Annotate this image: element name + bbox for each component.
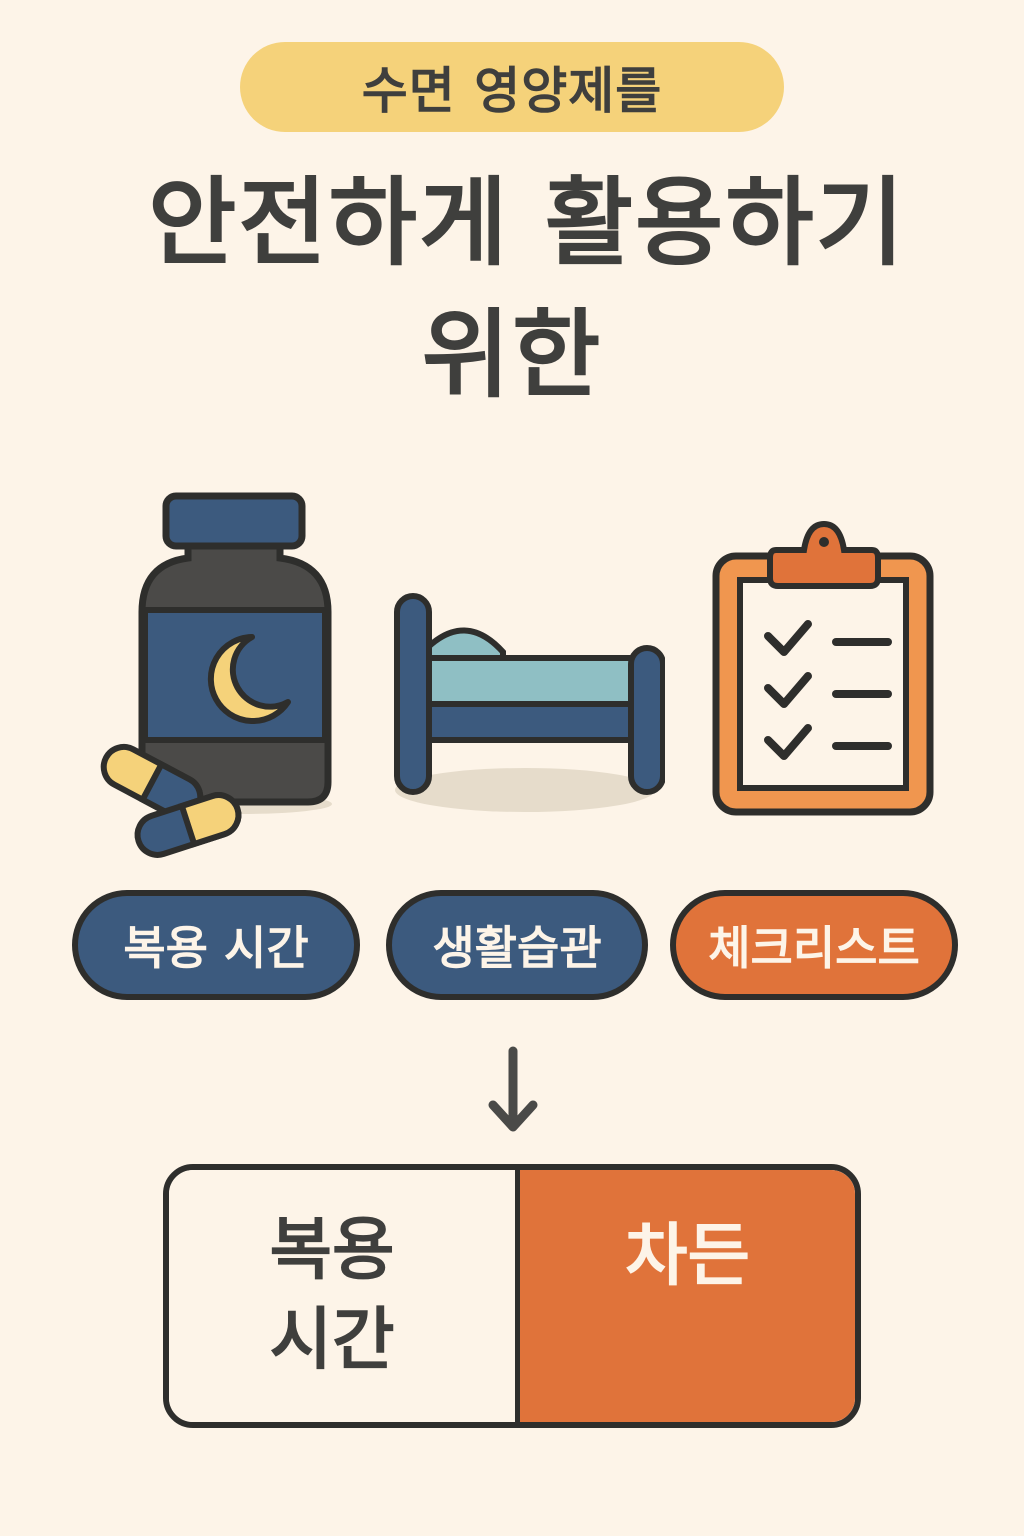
category-pill-lifestyle[interactable]: 생활습관 [386, 890, 648, 1000]
category-pill-dosing-time[interactable]: 복용 시간 [72, 890, 360, 1000]
result-left-panel: 복용 시간 [169, 1170, 520, 1422]
result-comparison-box: 복용 시간 차든 [163, 1164, 861, 1428]
category-label: 복용 시간 [123, 921, 309, 975]
result-left-text: 복용 시간 [269, 1206, 394, 1386]
category-label: 체크리스트 [708, 921, 920, 975]
category-label: 생활습관 [432, 921, 602, 975]
arrow-down-icon [485, 1045, 541, 1139]
category-pill-checklist[interactable]: 체크리스트 [670, 890, 958, 1000]
page-title-line2: 위한 [421, 299, 603, 411]
subtitle-text: 수면 영양제를 [361, 62, 663, 120]
bed-icon [385, 590, 666, 824]
page-title-line1: 안전하게 활용하기 [148, 167, 906, 279]
clipboard-checklist-icon [712, 518, 936, 822]
result-right-text: 차든 [624, 1217, 751, 1296]
pill-bottle-moon-icon [92, 492, 342, 866]
result-right-panel: 차든 [520, 1170, 855, 1422]
result-left-line1: 복용 [269, 1211, 395, 1290]
subtitle-badge: 수면 영양제를 [240, 42, 784, 132]
result-left-line2: 시간 [269, 1301, 395, 1380]
